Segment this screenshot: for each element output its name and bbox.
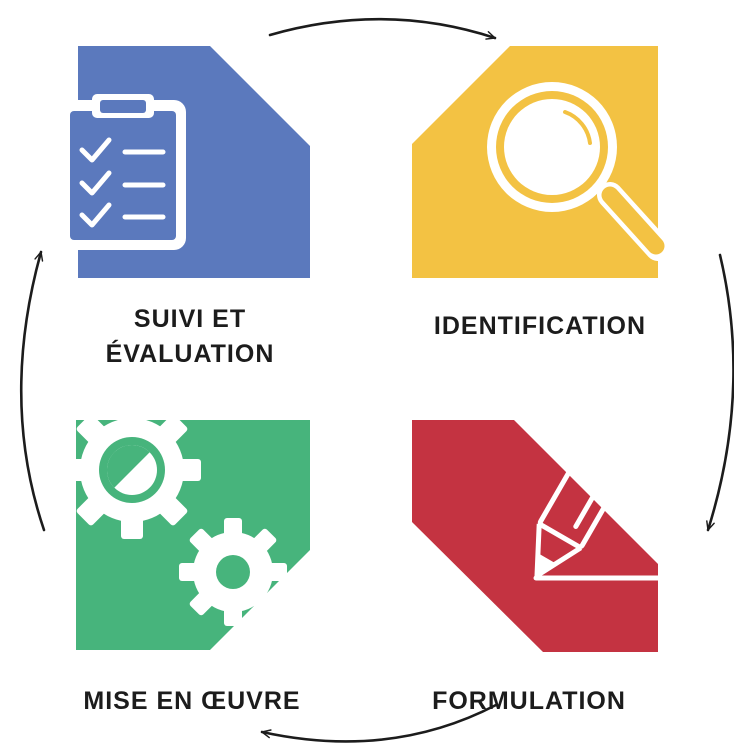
stage-label: MISE EN ŒUVRE (83, 687, 300, 715)
stage-suivi-evaluation: SUIVI ET ÉVALUATION (60, 46, 310, 368)
stage-label: IDENTIFICATION (434, 312, 646, 340)
stage-block (412, 420, 658, 652)
arrow-right (706, 253, 734, 532)
arrow-left (19, 250, 46, 532)
stage-formulation: FORMULATION (412, 380, 662, 715)
stage-identification: IDENTIFICATION (412, 46, 671, 340)
stage-label-line2: ÉVALUATION (106, 339, 275, 368)
stage-label: FORMULATION (432, 687, 626, 715)
gears-icon (63, 401, 287, 626)
arrow-top (268, 17, 497, 40)
arrow-bottom (260, 703, 498, 743)
pencil-icon (533, 380, 662, 581)
stage-label-line1: SUIVI ET (134, 305, 246, 333)
stage-mise-en-oeuvre: MISE EN ŒUVRE (63, 401, 310, 715)
magnifying-glass-icon (487, 82, 671, 261)
cycle-arrows (19, 17, 734, 743)
clipboard-checklist-icon (60, 94, 186, 250)
